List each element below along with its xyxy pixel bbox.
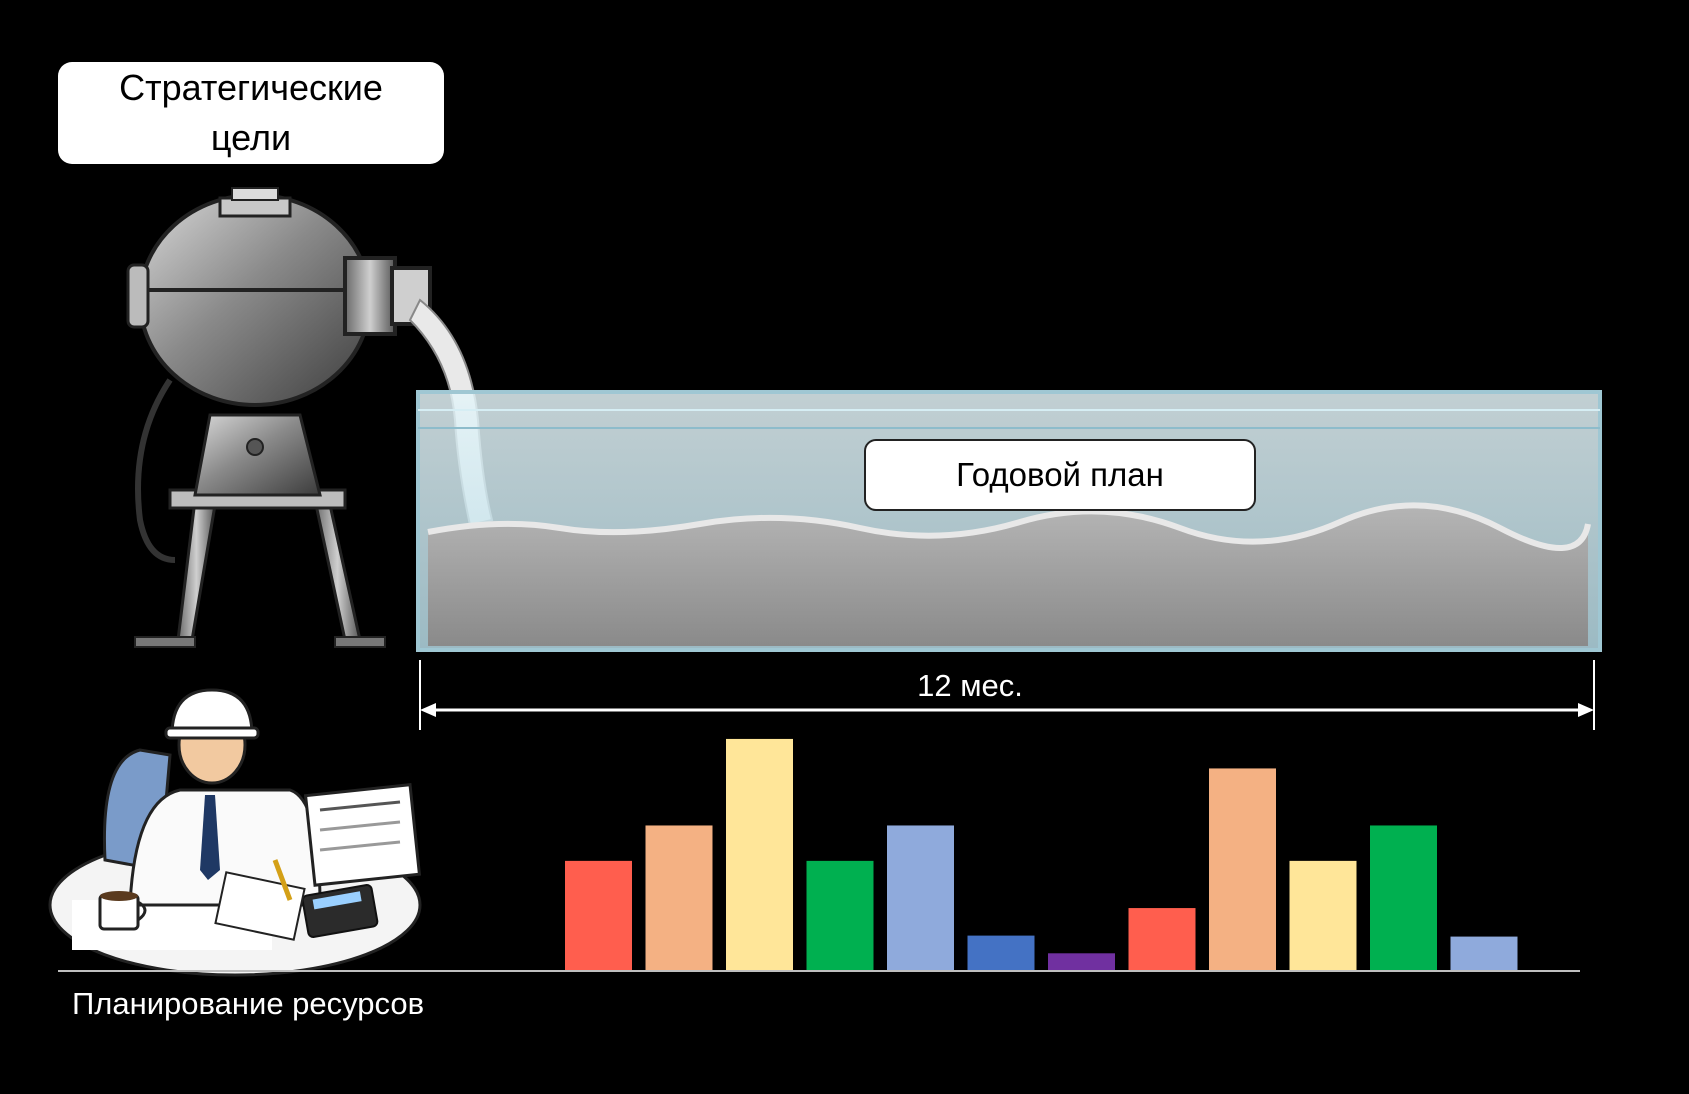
mixer-machine-icon — [126, 187, 432, 648]
resource-bar-chart — [565, 738, 1518, 971]
bar-12 — [1450, 936, 1518, 971]
bar-11 — [1370, 825, 1437, 971]
duration-arrow — [419, 660, 1595, 730]
strategic-goals-line1: Стратегические — [119, 67, 383, 108]
bar-9 — [1209, 768, 1276, 971]
bar-4 — [806, 860, 874, 971]
bar-7 — [1048, 953, 1115, 971]
resource-planning-label: Планирование ресурсов — [72, 986, 425, 1021]
bar-5 — [887, 825, 954, 971]
strategic-goals-label: Стратегические цели — [58, 62, 444, 164]
annual-plan-label: Годовой план — [864, 439, 1256, 511]
duration-label: 12 мес. — [917, 668, 1023, 703]
bar-2 — [645, 825, 713, 971]
bar-6 — [967, 935, 1035, 971]
strategic-goals-line2: цели — [210, 117, 292, 158]
bar-10 — [1289, 860, 1357, 971]
bar-1 — [565, 860, 632, 971]
bar-3 — [726, 738, 793, 971]
annual-plan-tank — [416, 390, 1602, 652]
planner-worker-icon — [48, 688, 422, 977]
bar-8 — [1128, 908, 1196, 971]
